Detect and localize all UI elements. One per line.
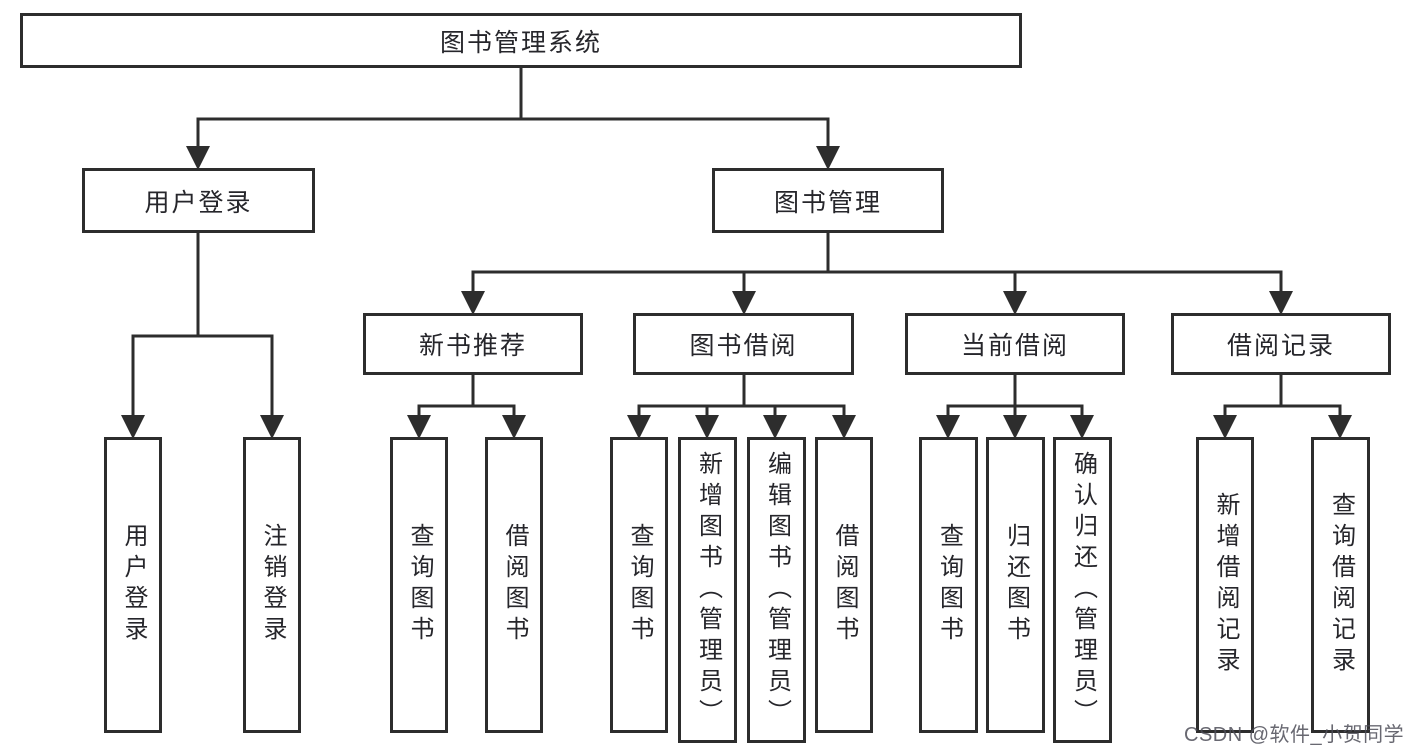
- node-current-borrow-label: 当前借阅: [960, 332, 1069, 360]
- leaf-query-books-current: 查询图书: [919, 437, 978, 733]
- leaf-logout-label: 注销登录: [259, 523, 286, 647]
- node-user-login-label: 用户登录: [144, 188, 253, 217]
- leaf-add-borrow-record: 新增借阅记录: [1196, 437, 1254, 733]
- leaf-edit-book-admin-label: 编辑图书（管理员）: [763, 450, 791, 730]
- leaf-user-login-label: 用户登录: [120, 523, 147, 647]
- node-book-borrow-label: 图书借阅: [689, 332, 798, 360]
- leaf-return-book-label: 归还图书: [1002, 523, 1030, 647]
- leaf-user-login: 用户登录: [104, 437, 162, 733]
- node-current-borrow: 当前借阅: [905, 313, 1125, 375]
- node-book-management-label: 图书管理: [773, 188, 882, 217]
- node-root-system: 图书管理系统: [20, 13, 1022, 68]
- leaf-return-book: 归还图书: [986, 437, 1045, 733]
- node-borrow-records: 借阅记录: [1171, 313, 1391, 375]
- leaf-query-books-borrow-label: 查询图书: [626, 523, 653, 647]
- leaf-logout: 注销登录: [243, 437, 301, 733]
- leaf-borrow-books-recommend-label: 借阅图书: [501, 523, 528, 647]
- leaf-add-borrow-record-label: 新增借阅记录: [1212, 492, 1239, 678]
- leaf-borrow-books: 借阅图书: [815, 437, 873, 733]
- leaf-borrow-books-label: 借阅图书: [831, 523, 858, 647]
- leaf-confirm-return-admin-label: 确认归还（管理员）: [1069, 450, 1097, 730]
- leaf-query-borrow-record-label: 查询借阅记录: [1327, 492, 1355, 678]
- node-borrow-records-label: 借阅记录: [1226, 332, 1335, 360]
- node-new-book-recommend-label: 新书推荐: [418, 332, 527, 360]
- leaf-edit-book-admin: 编辑图书（管理员）: [747, 437, 806, 743]
- node-book-management: 图书管理: [712, 168, 944, 233]
- leaf-query-books-current-label: 查询图书: [935, 523, 963, 647]
- leaf-borrow-books-recommend: 借阅图书: [485, 437, 543, 733]
- leaf-add-book-admin-label: 新增图书（管理员）: [694, 450, 722, 730]
- leaf-query-borrow-record: 查询借阅记录: [1311, 437, 1370, 733]
- leaf-add-book-admin: 新增图书（管理员）: [678, 437, 737, 743]
- csdn-watermark: CSDN @软件_小贺同学: [1184, 724, 1405, 746]
- node-root-label: 图书管理系统: [439, 28, 602, 57]
- node-user-login: 用户登录: [82, 168, 315, 233]
- leaf-query-books-borrow: 查询图书: [610, 437, 668, 733]
- leaf-confirm-return-admin: 确认归还（管理员）: [1053, 437, 1112, 743]
- leaf-query-books-recommend-label: 查询图书: [406, 523, 433, 647]
- node-new-book-recommend: 新书推荐: [363, 313, 583, 375]
- node-book-borrow: 图书借阅: [633, 313, 854, 375]
- leaf-query-books-recommend: 查询图书: [390, 437, 448, 733]
